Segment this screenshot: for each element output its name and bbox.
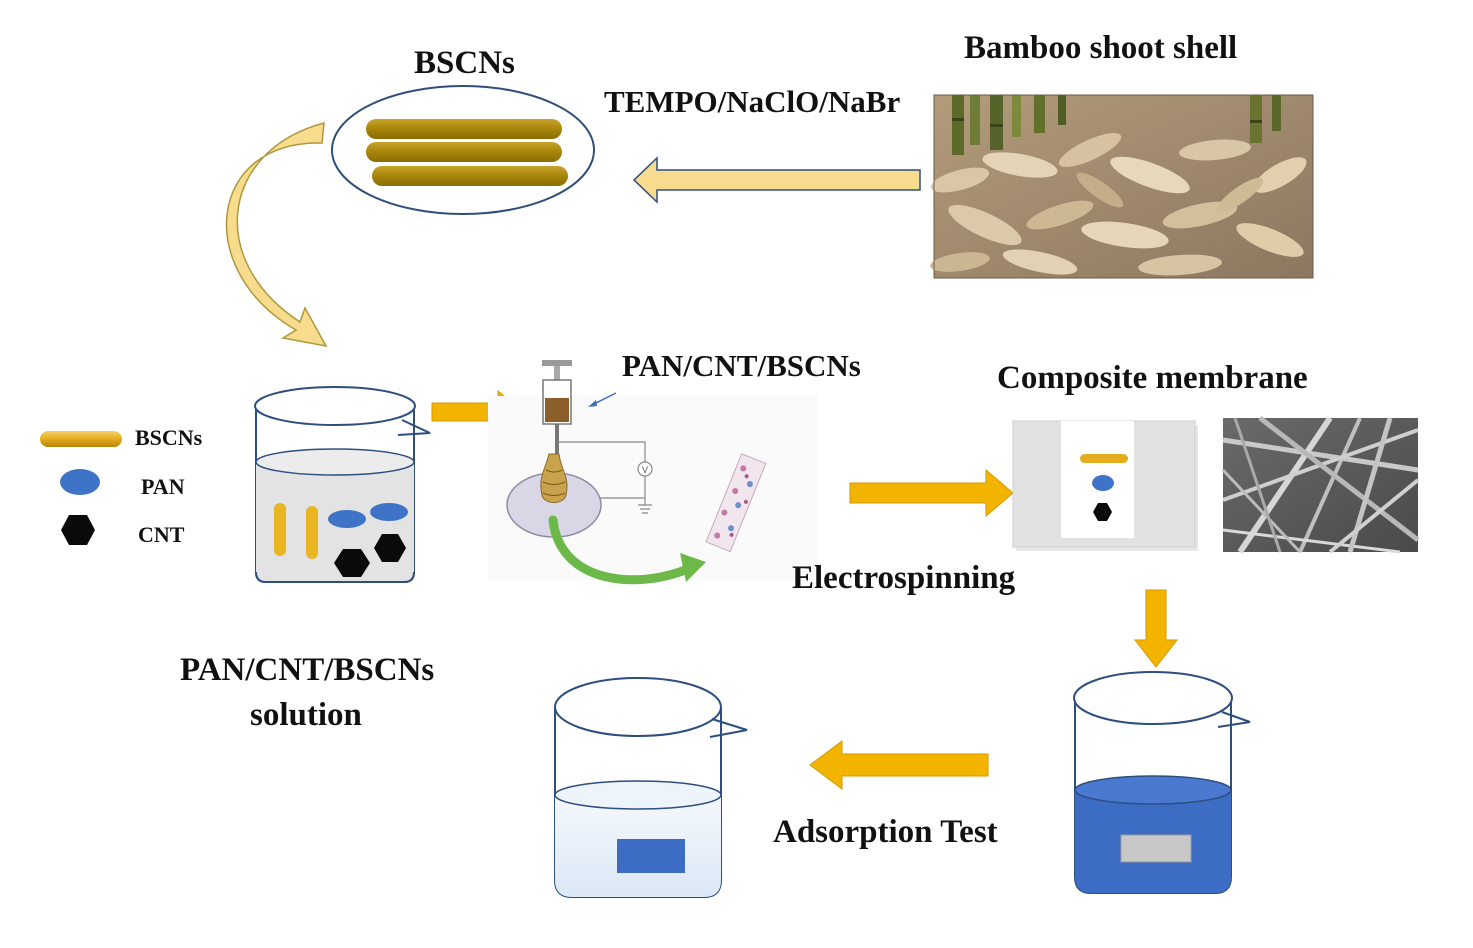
membrane-sample [1120,834,1192,863]
solution-label-line1: PAN/CNT/BSCNs [180,652,435,688]
syringe-plunger [542,360,572,366]
membrane-cnt [1093,503,1112,521]
legend-pan-ellipse [60,469,100,495]
orange-arrow-left [809,740,989,790]
beaker-bscn-rod [306,506,318,559]
bamboo-photo [930,94,1314,279]
sem-image [1221,416,1420,554]
syringe-solution-label: PAN/CNT/BSCNs [622,348,861,383]
adsorption-test-label: Adsorption Test [773,814,998,850]
orange-arrow-to-membrane [849,468,1014,518]
beaker-cnt [374,534,406,562]
reagent-label: TEMPO/NaClO/NaBr [604,84,901,119]
solution-beaker [254,386,431,583]
legend-label-pan: PAN [141,474,185,499]
beaker-pan [328,510,366,528]
legend-label-cnt: CNT [138,522,185,547]
legend-label-bscns: BSCNs [135,425,203,450]
bscns-ellipse-group [331,85,595,215]
composite-membrane-card [1012,420,1198,551]
bscns-title: BSCNs [414,45,515,81]
legend [40,431,122,545]
bamboo-shoot-shell-title: Bamboo shoot shell [964,30,1238,66]
curved-arrow-to-beaker [225,121,328,348]
membrane-sample-dyed [617,839,685,873]
membrane-pan [1092,475,1114,491]
beaker-bscn-rod [274,503,286,556]
voltmeter-symbol: V [642,465,648,475]
treated-beaker [554,677,748,898]
solution-label-line2: solution [250,697,362,733]
dye-beaker [1073,671,1251,894]
composite-membrane-title: Composite membrane [997,360,1308,396]
electrospinning-label: Electrospinning [792,560,1016,596]
fiber-strip [705,453,767,553]
orange-arrow-down [1133,589,1179,668]
bscn-rod [366,119,562,139]
syringe-solution [545,398,569,422]
pale-arrow-left [632,156,921,204]
beaker-cnt [334,549,370,577]
membrane-bscn-rod [1080,454,1128,463]
bscn-rod [372,166,568,186]
legend-cnt-hexagon [61,515,95,545]
legend-bscns-rod [40,431,122,447]
electrospinning-setup: V [488,360,818,585]
bscn-rod [366,142,562,162]
beaker-pan [370,503,408,521]
